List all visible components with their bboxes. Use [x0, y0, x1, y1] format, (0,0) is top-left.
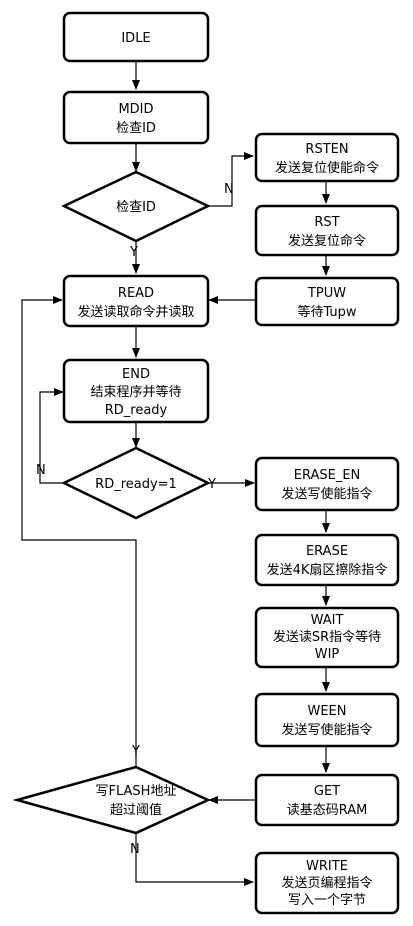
node-wait-line-1: WAIT [311, 613, 344, 628]
node-erase-en-line-1: ERASE_EN [294, 468, 361, 483]
node-write-line-1: WRITE [306, 859, 348, 874]
node-flash-line-1: 写FLASH地址 [96, 784, 177, 799]
node-get-line-1: GET [314, 784, 340, 799]
node-flash-threshold: 写FLASH地址 超过阈值 [12, 765, 212, 835]
node-rsten: RSTEN 发送复位使能命令 [254, 132, 400, 183]
node-end-line-1: END [122, 367, 150, 382]
edge-flash-read-loop [21, 296, 137, 766]
node-write: WRITE 发送页编程指令 写入一个字节 [254, 851, 400, 915]
node-write-line-2: 发送页编程指令 [281, 875, 372, 891]
node-erase-en: ERASE_EN 发送写使能指令 [254, 456, 400, 512]
node-rd-ready: RD_ready=1 [61, 446, 211, 520]
label-check-id-yes: Y [129, 245, 138, 260]
node-rd-ready-line-1: RD_ready=1 [95, 477, 177, 492]
node-flash-line-2: 超过阈值 [110, 802, 162, 818]
node-read: READ 发送读取命令并读取 [62, 274, 210, 328]
node-mdid-line-1: MDID [118, 102, 153, 117]
node-erase-line-1: ERASE [306, 544, 348, 559]
node-read-line-1: READ [118, 286, 154, 301]
node-check-id: 检查ID [61, 170, 211, 243]
edge-flash-write [135, 833, 254, 886]
node-ween: WEEN 发送写使能指令 [254, 692, 400, 748]
node-wait-line-2: 发送读SR指令等待 [273, 629, 381, 645]
label-rd-ready-no: N [36, 463, 46, 478]
node-get-line-2: 读基态码RAM [287, 803, 368, 818]
node-ween-line-1: WEEN [307, 704, 346, 719]
node-rst: RST 发送复位命令 [254, 204, 400, 257]
label-flash-no: N [130, 842, 140, 857]
node-rst-line-1: RST [314, 215, 339, 230]
connectors [21, 61, 330, 886]
node-check-id-line-1: 检查ID [116, 200, 156, 215]
edge-rdready-end-loop [39, 388, 64, 484]
node-write-line-3: 写入一个字节 [288, 893, 366, 908]
node-tpuw-line-2: 等待Tupw [297, 304, 356, 320]
label-check-id-no: N [224, 182, 234, 197]
node-mdid: MDID 检查ID [62, 90, 210, 145]
node-wait: WAIT 发送读SR指令等待 WIP [254, 606, 400, 669]
edge-checkid-rsten [208, 152, 254, 207]
node-erase: ERASE 发送4K扇区擦除指令 [254, 533, 400, 587]
node-rst-line-2: 发送复位命令 [288, 233, 366, 249]
node-idle: IDLE [62, 11, 210, 63]
edge-labels: N Y N Y Y N [36, 182, 234, 857]
node-mdid-line-2: 检查ID [116, 121, 156, 136]
node-end-line-2: 结束程序并等待 [90, 384, 181, 400]
node-erase-en-line-2: 发送写使能指令 [281, 486, 372, 502]
label-flash-yes: Y [131, 744, 140, 759]
node-tpuw: TPUW 等待Tupw [254, 276, 400, 327]
node-erase-line-2: 发送4K扇区擦除指令 [267, 562, 388, 578]
node-tpuw-line-1: TPUW [307, 286, 346, 301]
node-ween-line-2: 发送写使能指令 [281, 722, 372, 738]
label-rd-ready-yes: Y [207, 477, 216, 492]
node-rsten-line-2: 发送复位使能命令 [275, 160, 379, 176]
node-wait-line-3: WIP [315, 647, 340, 662]
node-read-line-2: 发送读取命令并读取 [77, 304, 194, 320]
node-rsten-line-1: RSTEN [305, 142, 348, 157]
node-idle-line-1: IDLE [121, 31, 150, 46]
node-end: END 结束程序并等待 RD_ready [62, 358, 210, 424]
node-get: GET 读基态码RAM [254, 773, 400, 827]
node-end-line-3: RD_ready [105, 403, 168, 418]
